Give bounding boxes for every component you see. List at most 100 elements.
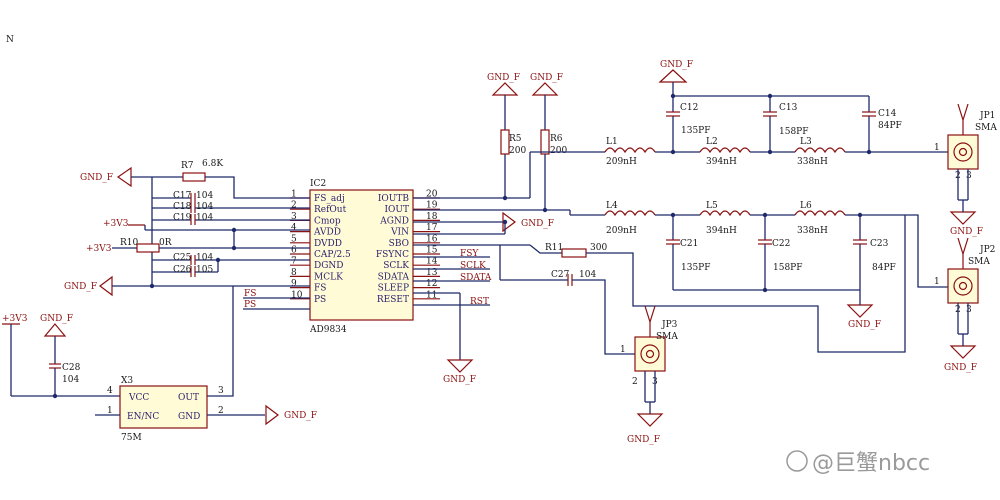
l2-inductor[interactable]: L2 394nH <box>699 137 751 167</box>
c27-capacitor[interactable]: C27 104 <box>551 270 596 286</box>
watermark-text: @巨蟹nbcc <box>812 451 930 476</box>
gnd-symbol-agnd: GND_F <box>502 211 554 233</box>
v33-label-bottom: +3V3 <box>2 314 28 324</box>
x3-num-out: 3 <box>218 386 224 396</box>
c21-ref: C21 <box>680 239 698 249</box>
c13-capacitor[interactable]: C13 158PF <box>763 96 808 152</box>
gnd-label: GND_F <box>950 227 983 237</box>
ic2-part: AD9834 <box>309 325 347 335</box>
v33-label-lower: +3V3 <box>86 244 112 254</box>
c26-capacitor[interactable]: C26 105 <box>152 265 218 277</box>
x3-pin-vcc: VCC <box>128 393 149 403</box>
r6-value: 200 <box>550 146 567 156</box>
gnd-symbol-left-mid: GND_F <box>64 275 113 297</box>
gnd-label: GND_F <box>64 282 97 292</box>
jp1-type: SMA <box>975 123 997 133</box>
x3-num-en: 1 <box>107 406 113 416</box>
gnd-label: GND_F <box>443 375 476 385</box>
l2-ref: L2 <box>706 137 718 147</box>
ic2-pin-name: DGND <box>314 261 344 271</box>
c19-value: 104 <box>196 213 213 223</box>
sclk-label: SCLK <box>460 261 486 271</box>
l5-inductor[interactable]: L5 394nH <box>699 201 751 236</box>
jp1-pin1: 1 <box>934 143 940 153</box>
c25-ref: C25 <box>173 253 192 263</box>
l1-inductor[interactable]: L1 209nH <box>604 137 656 167</box>
l5-value: 394nH <box>706 226 737 236</box>
c23-ref: C23 <box>870 239 889 249</box>
r10-resistor[interactable]: R10 0R <box>120 238 172 253</box>
ic2-pin-number: 11 <box>426 290 437 300</box>
l5-ref: L5 <box>706 201 718 211</box>
c21-capacitor[interactable]: C21 135PF <box>666 215 710 290</box>
ic2-pin-number: 6 <box>291 246 297 256</box>
ic2-body <box>309 189 414 321</box>
c18-capacitor[interactable]: C18 104 <box>152 202 310 213</box>
gnd-label: GND_F <box>80 173 113 183</box>
ic2-pin-name: AGND <box>379 216 409 226</box>
jp2-type: SMA <box>968 257 990 267</box>
jp3-pin2: 2 <box>632 377 638 387</box>
gnd-label: GND_F <box>487 73 520 83</box>
ic2-pin-number: 15 <box>426 246 438 256</box>
r6-ref: R6 <box>550 134 563 144</box>
l6-inductor[interactable]: L6 338nH <box>794 201 846 236</box>
c25-capacitor[interactable]: C25 104 <box>152 253 310 265</box>
c12-capacitor[interactable]: C12 135PF <box>666 96 710 152</box>
r10-ref: R10 <box>120 238 139 248</box>
ic2-pin-number: 14 <box>426 257 438 267</box>
c17-ref: C17 <box>173 191 192 201</box>
c27-ref: C27 <box>551 270 570 280</box>
r5-resistor[interactable]: R5 200 <box>500 129 526 156</box>
ic2-pin-number: 16 <box>426 234 438 244</box>
gnd-symbol-jp3: GND_F <box>627 413 664 445</box>
ic2-pin-number: 17 <box>426 223 438 233</box>
l2-value: 394nH <box>706 157 737 167</box>
x3-oscillator[interactable]: X3 75M VCC EN/NC OUT GND 4 1 3 2 <box>107 376 224 443</box>
l3-inductor[interactable]: L3 338nH <box>794 137 846 167</box>
jp1-sma-connector[interactable]: JP1 SMA 1 2 3 <box>934 111 997 181</box>
c14-ref: C14 <box>878 109 897 119</box>
l3-value: 338nH <box>797 157 828 167</box>
c22-capacitor[interactable]: C22 158PF <box>758 215 802 290</box>
gnd-label: GND_F <box>521 219 554 229</box>
ic2-pin-name: MCLK <box>314 272 343 282</box>
ic2-pin-name: SCLK <box>383 261 409 271</box>
c28-capacitor[interactable]: C28 104 <box>49 336 81 396</box>
ic2-pin-number: 12 <box>426 279 437 289</box>
c23-capacitor[interactable]: C23 84PF <box>853 215 896 290</box>
jp3-pin1: 1 <box>620 345 626 355</box>
ic2-pin-number: 3 <box>291 212 297 222</box>
l4-value: 209nH <box>606 226 637 236</box>
l4-inductor[interactable]: L4 209nH <box>604 201 656 236</box>
ic2-pin-name: RESET <box>377 295 409 305</box>
ic2-pin-name: CAP/2.5 <box>314 250 351 260</box>
c26-ref: C26 <box>173 265 192 275</box>
ic2-pin-name: FS_adj <box>314 194 345 204</box>
ic2-pin-number: 2 <box>291 201 297 211</box>
r11-resistor[interactable]: R11 300 <box>545 243 607 258</box>
rst-label: RST <box>470 297 489 307</box>
c19-capacitor[interactable]: C19 104 <box>152 213 310 225</box>
c17-capacitor[interactable]: C17 104 <box>152 191 213 203</box>
ic2-pin-number: 13 <box>426 268 438 278</box>
x3-num-vcc: 4 <box>107 386 113 396</box>
jp2-sma-connector[interactable]: JP2 SMA 1 2 3 <box>934 245 995 315</box>
c14-capacitor[interactable]: C14 84PF <box>862 96 902 152</box>
ic2-pin-name: FSYNC <box>376 250 409 260</box>
ic2-pin-number: 9 <box>291 279 297 289</box>
r7-resistor[interactable]: R7 6.8K <box>181 159 223 182</box>
ic2-pin-number: 4 <box>291 223 297 233</box>
gnd-symbol-top-filter: GND_F <box>658 60 693 83</box>
r11-value: 300 <box>590 243 607 253</box>
x3-num-gnd: 2 <box>218 406 224 416</box>
ic2-pin-number: 10 <box>291 290 303 300</box>
gnd-symbol-bottom-filter: GND_F <box>846 304 881 330</box>
l1-ref: L1 <box>606 137 618 147</box>
gnd-symbol-jp1: GND_F <box>949 211 983 237</box>
gnd-label: GND_F <box>944 363 977 373</box>
c27-value: 104 <box>579 270 596 280</box>
